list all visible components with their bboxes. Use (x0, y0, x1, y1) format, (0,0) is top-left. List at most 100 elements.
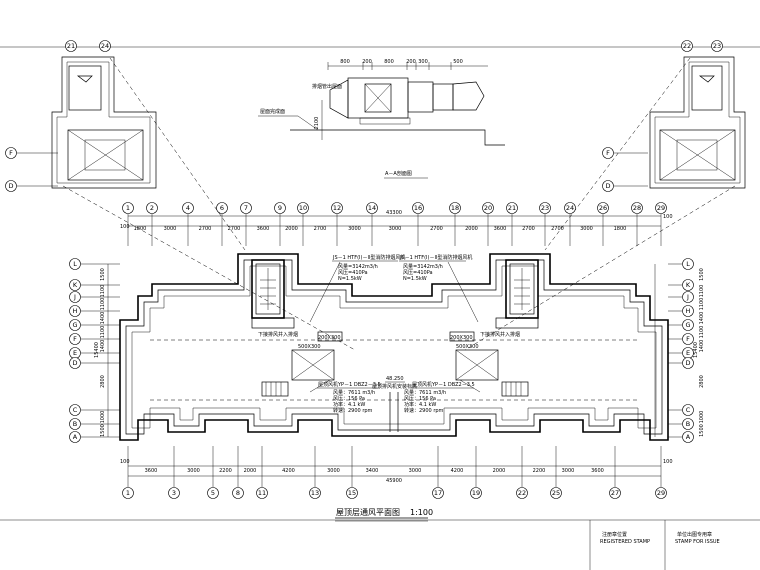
dimension-label: 3000 (187, 468, 200, 474)
right-axis-column: LKJHGFEDCBA15001100110014001100140028001… (654, 258, 705, 443)
axis-bubble-12: 12 (331, 202, 343, 214)
axis-bubble-4: 4 (182, 202, 194, 214)
svg-text:11: 11 (258, 489, 266, 497)
svg-text:N=1.5kW: N=1.5kW (403, 276, 427, 282)
axis-bubble-F: F (69, 333, 81, 345)
axis-bubble-13: 13 (309, 487, 321, 499)
svg-text:D: D (685, 359, 690, 367)
svg-text:3: 3 (172, 489, 176, 497)
axis-bubble-C: C (69, 404, 81, 416)
svg-text:F: F (686, 335, 690, 343)
svg-text:F: F (606, 149, 610, 157)
left-overall-dimension: 15400 (94, 342, 100, 358)
svg-text:500X300: 500X300 (298, 344, 321, 350)
dimension-label: 1400 (699, 340, 705, 353)
dimension-label: 1100 (100, 285, 106, 298)
svg-text:7: 7 (244, 204, 248, 212)
svg-text:E: E (73, 349, 77, 357)
svg-text:48.250: 48.250 (386, 376, 404, 382)
stamp-registered-cn: 注册章位置 (602, 531, 627, 538)
svg-text:200: 200 (406, 59, 416, 65)
dimension-label: 4200 (451, 468, 464, 474)
svg-text:K: K (73, 281, 78, 289)
axis-bubble-3: 3 (168, 487, 180, 499)
svg-text:A: A (686, 433, 691, 441)
axis-bubble-18: 18 (449, 202, 461, 214)
axis-bubble: F (602, 147, 614, 159)
elevation-mark: 48.250 屋顶排风机安装标高 (372, 376, 417, 390)
svg-text:E: E (686, 349, 690, 357)
svg-text:16: 16 (414, 204, 422, 212)
svg-text:15: 15 (348, 489, 356, 497)
dimension-label: 3000 (164, 226, 177, 232)
axis-bubble: 21 (65, 40, 77, 52)
svg-text:屋顶排风机安装标高: 屋顶排风机安装标高 (372, 383, 417, 390)
end-dimension: 100 (120, 459, 130, 465)
axis-bubble: 22 (681, 40, 693, 52)
dimension-label: 3600 (494, 226, 507, 232)
dimension-label: 3600 (591, 468, 604, 474)
svg-text:风压：156 Pa: 风压：156 Pa (404, 396, 436, 402)
svg-text:24: 24 (101, 42, 109, 50)
dimension-label: 1100 (100, 326, 106, 339)
svg-text:JS－1 HTF(I)－II型消防排烟风机: JS－1 HTF(I)－II型消防排烟风机 (332, 254, 405, 261)
dimension-label: 2800 (100, 375, 106, 388)
svg-text:排烟管出屋面: 排烟管出屋面 (312, 83, 342, 90)
svg-text:29: 29 (657, 489, 665, 497)
svg-text:6: 6 (220, 204, 224, 212)
svg-text:20: 20 (484, 204, 492, 212)
svg-text:1: 1 (126, 204, 130, 212)
svg-text:13: 13 (311, 489, 319, 497)
svg-text:5: 5 (211, 489, 215, 497)
left-detail: 21 24 F D (5, 40, 356, 351)
axis-bubble-A: A (682, 431, 694, 443)
axis-bubble-E: E (69, 347, 81, 359)
dimension-label: 2700 (314, 226, 327, 232)
svg-text:23: 23 (541, 204, 549, 212)
dimension-label: 1100 (699, 326, 705, 339)
axis-bubble-17: 17 (432, 487, 444, 499)
axis-bubble-E: E (682, 347, 694, 359)
svg-text:风量：7611 m3/h: 风量：7611 m3/h (333, 389, 375, 396)
svg-text:转速：2900 rpm: 转速：2900 rpm (333, 407, 373, 414)
dimension-label: 1500 (100, 424, 106, 437)
svg-text:屋顶风机YP－1 DBZ2－3.5: 屋顶风机YP－1 DBZ2－3.5 (318, 381, 381, 388)
dimension-label: 2000 (285, 226, 298, 232)
axis-bubble-29: 29 (655, 202, 667, 214)
axis-bubble-26: 26 (597, 202, 609, 214)
roof-plan (119, 253, 669, 441)
dimension-label: 2000 (244, 468, 257, 474)
svg-text:14: 14 (368, 204, 376, 212)
dimension-label: 3000 (348, 226, 361, 232)
axis-bubble-7: 7 (240, 202, 252, 214)
svg-text:28: 28 (633, 204, 641, 212)
axis-bubble-23: 23 (539, 202, 551, 214)
axis-bubble-D: D (69, 357, 81, 369)
svg-text:B: B (73, 420, 77, 428)
overall-dimension: 43300 (386, 210, 402, 216)
dimension-label: 2700 (228, 226, 241, 232)
axis-bubble-29: 29 (655, 487, 667, 499)
dimension-label: 3600 (145, 468, 158, 474)
svg-text:200: 200 (362, 59, 372, 65)
svg-text:J: J (73, 293, 76, 301)
svg-text:C: C (686, 406, 691, 414)
axis-bubble-G: G (69, 319, 81, 331)
axis-bubble-21: 21 (506, 202, 518, 214)
svg-text:D: D (8, 182, 13, 190)
svg-text:27: 27 (611, 489, 619, 497)
dimension-label: 1100 (100, 298, 106, 311)
svg-text:D: D (605, 182, 610, 190)
stamp-registered-en: REGISTERED STAMP (600, 539, 650, 545)
dimension-label: 1500 (100, 268, 106, 281)
svg-text:A: A (73, 433, 78, 441)
svg-text:H: H (73, 307, 78, 315)
svg-text:J: J (686, 293, 689, 301)
axis-bubble-20: 20 (482, 202, 494, 214)
axis-bubble-22: 22 (516, 487, 528, 499)
svg-text:下接排风井入排烟: 下接排风井入排烟 (480, 331, 520, 338)
